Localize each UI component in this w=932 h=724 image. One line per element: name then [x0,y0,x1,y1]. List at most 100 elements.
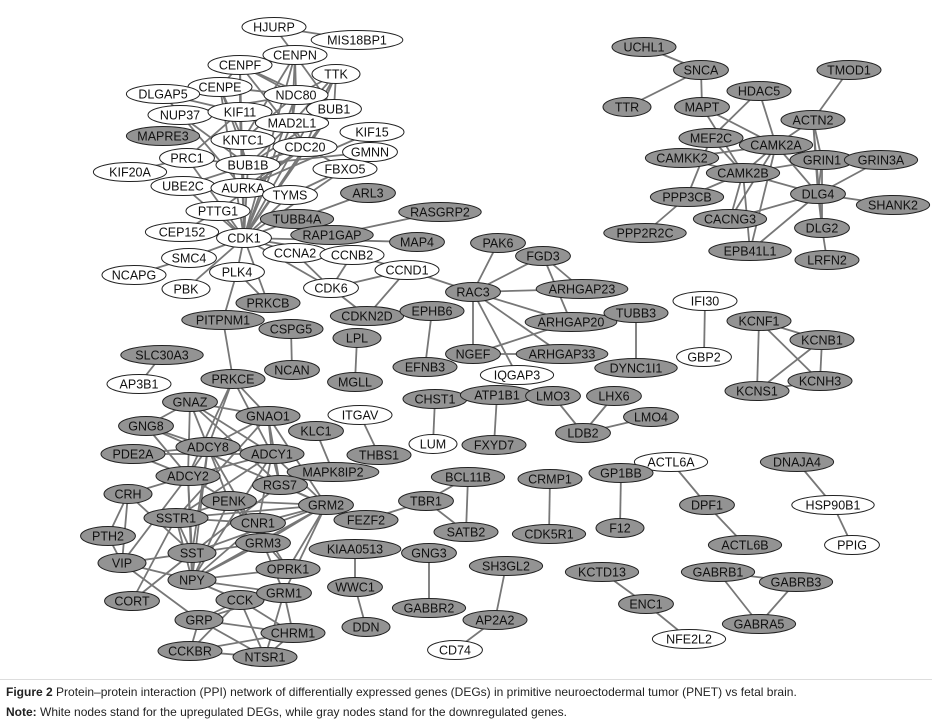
downregulated-gene-node[interactable]: TMOD1 [816,60,882,80]
downregulated-gene-node[interactable]: PENK [201,491,257,511]
downregulated-gene-node[interactable]: DLG4 [790,184,846,204]
downregulated-gene-node[interactable]: EFNB3 [392,357,458,377]
downregulated-gene-node[interactable]: OPRK1 [255,559,321,579]
upregulated-gene-node[interactable]: TYMS [262,185,318,205]
upregulated-gene-node[interactable]: BUB1 [306,99,362,119]
downregulated-gene-node[interactable]: TUBB4A [259,209,335,229]
downregulated-gene-node[interactable]: PITPNM1 [181,310,265,330]
downregulated-gene-node[interactable]: RASGRP2 [398,202,482,222]
downregulated-gene-node[interactable]: TTR [602,97,652,117]
downregulated-gene-node[interactable]: ATP1B1 [459,385,535,405]
downregulated-gene-node[interactable]: GRP [174,610,224,630]
downregulated-gene-node[interactable]: GABRB1 [680,562,756,582]
upregulated-gene-node[interactable]: LUM [408,434,458,454]
downregulated-gene-node[interactable]: EPHB6 [399,301,465,321]
downregulated-gene-node[interactable]: EPB41L1 [708,241,792,261]
downregulated-gene-node[interactable]: GRM1 [256,583,312,603]
downregulated-gene-node[interactable]: ACTL6B [707,535,783,555]
downregulated-gene-node[interactable]: F12 [595,518,645,538]
downregulated-gene-node[interactable]: GRM3 [235,533,291,553]
downregulated-gene-node[interactable]: CACNG3 [692,209,768,229]
upregulated-gene-node[interactable]: SMC4 [161,248,217,268]
upregulated-gene-node[interactable]: KIF20A [92,162,168,182]
downregulated-gene-node[interactable]: PPP2R2C [603,223,687,243]
downregulated-gene-node[interactable]: MAPK8IP2 [286,462,380,482]
upregulated-gene-node[interactable]: CDK1 [216,228,272,248]
downregulated-gene-node[interactable]: GABBR2 [391,598,467,618]
upregulated-gene-node[interactable]: CENPE [187,77,253,97]
downregulated-gene-node[interactable]: CSPG5 [258,319,324,339]
downregulated-gene-node[interactable]: PDE2A [100,444,166,464]
downregulated-gene-node[interactable]: MGLL [327,372,383,392]
downregulated-gene-node[interactable]: SH3GL2 [468,556,544,576]
upregulated-gene-node[interactable]: IFI30 [672,291,738,311]
downregulated-gene-node[interactable]: THBS1 [346,445,412,465]
downregulated-gene-node[interactable]: DDN [341,617,391,637]
downregulated-gene-node[interactable]: KCNH3 [787,371,853,391]
upregulated-gene-node[interactable]: PTTG1 [185,201,251,221]
downregulated-gene-node[interactable]: DYNC1I1 [594,358,678,378]
downregulated-gene-node[interactable]: CHST1 [402,389,468,409]
upregulated-gene-node[interactable]: PPIG [824,535,880,555]
downregulated-gene-node[interactable]: RGS7 [252,475,308,495]
downregulated-gene-node[interactable]: GNAZ [162,392,218,412]
upregulated-gene-node[interactable]: CENPN [262,45,328,65]
downregulated-gene-node[interactable]: LHX6 [586,386,642,406]
downregulated-gene-node[interactable]: DLG2 [794,218,850,238]
upregulated-gene-node[interactable]: AURKA [210,178,276,198]
downregulated-gene-node[interactable]: SNCA [673,60,729,80]
upregulated-gene-node[interactable]: GMNN [342,142,398,162]
downregulated-gene-node[interactable]: ARHGAP33 [515,344,609,364]
downregulated-gene-node[interactable]: CAMK2A [738,135,814,155]
downregulated-gene-node[interactable]: GNAO1 [235,406,301,426]
downregulated-gene-node[interactable]: PRKCE [200,369,266,389]
upregulated-gene-node[interactable]: AP3B1 [106,374,172,394]
downregulated-gene-node[interactable]: CAMKK2 [644,148,720,168]
upregulated-gene-node[interactable]: NUP37 [147,105,213,125]
upregulated-gene-node[interactable]: BUB1B [215,155,281,175]
upregulated-gene-node[interactable]: NDC80 [263,85,329,105]
downregulated-gene-node[interactable]: KIAA0513 [308,539,402,559]
downregulated-gene-node[interactable]: SST [167,543,217,563]
upregulated-gene-node[interactable]: NCAPG [101,265,167,285]
upregulated-gene-node[interactable]: CENPF [207,55,273,75]
upregulated-gene-node[interactable]: DLGAP5 [125,84,201,104]
downregulated-gene-node[interactable]: ACTN2 [780,110,846,130]
downregulated-gene-node[interactable]: ARL3 [340,183,396,203]
downregulated-gene-node[interactable]: CHRM1 [260,623,326,643]
upregulated-gene-node[interactable]: CDK6 [303,278,359,298]
downregulated-gene-node[interactable]: SATB2 [433,522,499,542]
downregulated-gene-node[interactable]: GP1BB [588,463,654,483]
downregulated-gene-node[interactable]: MAPRE3 [125,126,201,146]
upregulated-gene-node[interactable]: PLK4 [209,262,265,282]
downregulated-gene-node[interactable]: PRKCB [235,293,301,313]
upregulated-gene-node[interactable]: ACTL6A [633,452,709,472]
downregulated-gene-node[interactable]: CDKN2D [329,306,405,326]
downregulated-gene-node[interactable]: LDB2 [555,423,611,443]
downregulated-gene-node[interactable]: ARHGAP23 [535,279,629,299]
downregulated-gene-node[interactable]: SLC30A3 [120,345,204,365]
upregulated-gene-node[interactable]: MAD2L1 [254,113,330,133]
downregulated-gene-node[interactable]: MAP4 [389,232,445,252]
upregulated-gene-node[interactable]: TTK [311,64,361,84]
downregulated-gene-node[interactable]: CAMK2B [705,163,781,183]
downregulated-gene-node[interactable]: BCL11B [430,467,506,487]
downregulated-gene-node[interactable]: LPL [332,328,382,348]
downregulated-gene-node[interactable]: CRMP1 [517,469,583,489]
upregulated-gene-node[interactable]: IQGAP3 [479,365,555,385]
upregulated-gene-node[interactable]: MIS18BP1 [310,30,404,50]
downregulated-gene-node[interactable]: SSTR1 [143,508,209,528]
downregulated-gene-node[interactable]: GRM2 [298,495,354,515]
upregulated-gene-node[interactable]: NFE2L2 [651,629,727,649]
downregulated-gene-node[interactable]: CCK [215,590,265,610]
upregulated-gene-node[interactable]: CCND1 [374,260,440,280]
downregulated-gene-node[interactable]: ENC1 [618,594,674,614]
downregulated-gene-node[interactable]: UCHL1 [611,37,677,57]
upregulated-gene-node[interactable]: KIF11 [207,102,273,122]
downregulated-gene-node[interactable]: LMO3 [525,386,581,406]
downregulated-gene-node[interactable]: GABRB3 [758,572,834,592]
downregulated-gene-node[interactable]: CNR1 [230,513,286,533]
downregulated-gene-node[interactable]: LRFN2 [794,250,860,270]
upregulated-gene-node[interactable]: UBE2C [150,176,216,196]
downregulated-gene-node[interactable]: RAC3 [445,282,501,302]
